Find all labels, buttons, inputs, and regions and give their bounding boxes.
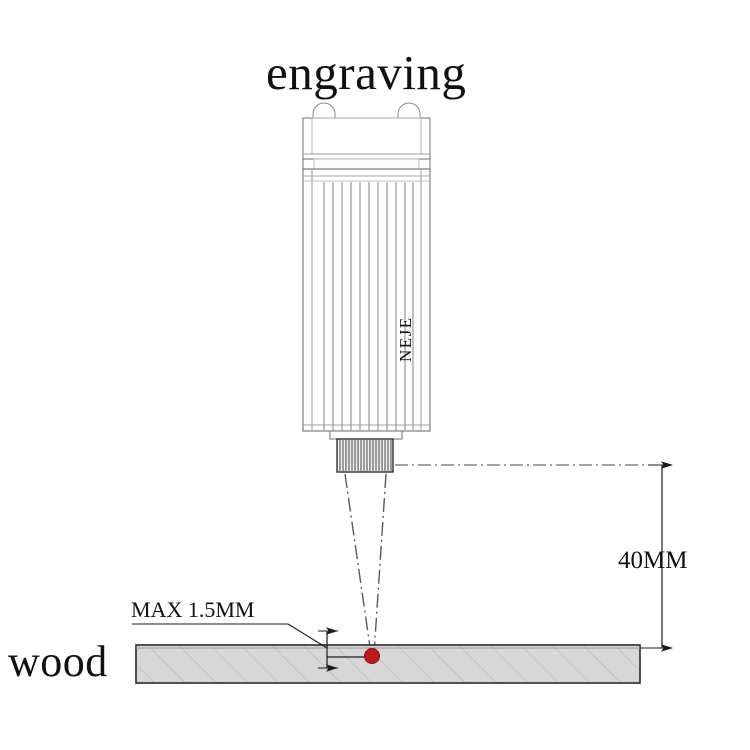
brand-label-neje: NEJE (396, 316, 415, 362)
wood-material-label: wood (8, 637, 108, 686)
dimension-label-40mm: 40MM (618, 547, 688, 574)
dimension-label-max-depth: MAX 1.5MM (131, 597, 255, 622)
module-top-cap (302, 117, 431, 160)
laser-beam-cone (344, 473, 387, 655)
module-shoulder (329, 430, 403, 440)
laser-module (302, 102, 431, 473)
module-collar (302, 158, 431, 170)
wood-workpiece (135, 644, 641, 684)
dimension-40mm (395, 461, 673, 652)
focus-lens-barrel (336, 438, 394, 473)
dimension-max-depth (132, 623, 372, 672)
module-heatsink-body (302, 168, 431, 432)
heatsink-fins (323, 182, 414, 431)
laser-focal-point (364, 648, 380, 664)
page-title: engraving (266, 45, 467, 100)
